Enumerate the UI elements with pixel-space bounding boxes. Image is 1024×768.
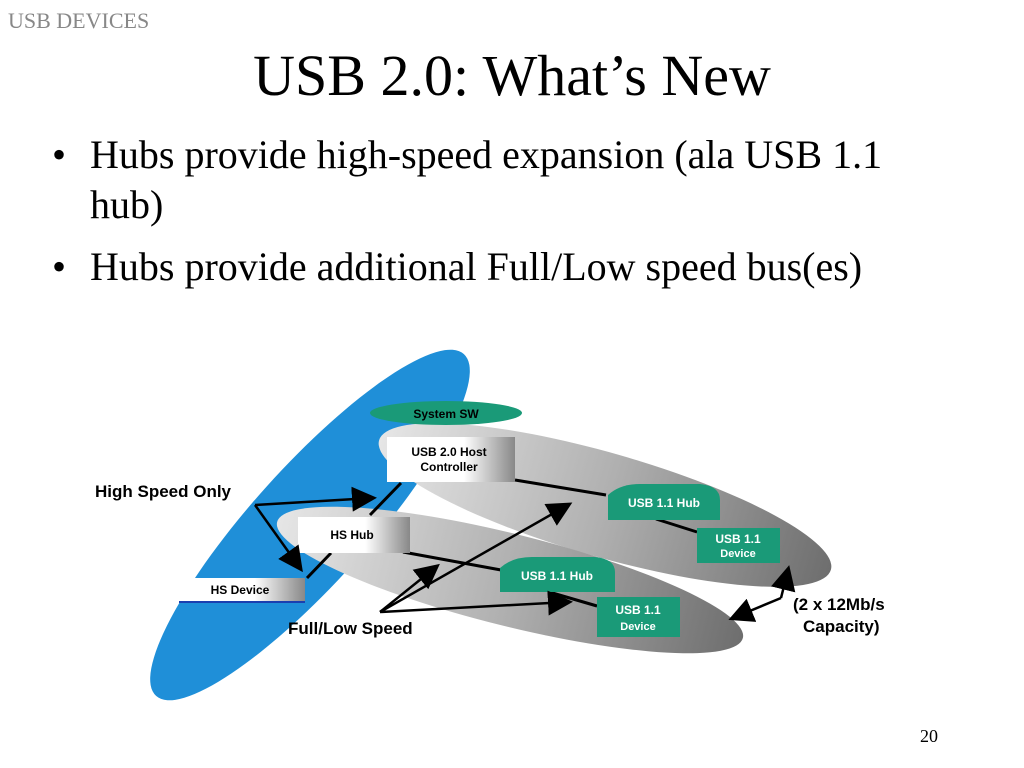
usb11-hub-top-label: USB 1.1 Hub: [628, 496, 700, 510]
usb11-device-top-box: [697, 528, 780, 563]
bullet-icon: •: [52, 132, 67, 177]
hs-device-label: HS Device: [211, 583, 270, 597]
slide-header: USB DEVICES: [8, 8, 150, 33]
bullet-icon: •: [52, 244, 67, 289]
full-low-speed-label: Full/Low Speed: [288, 619, 413, 638]
hs-hub-box: [298, 517, 410, 553]
usb11-hub-bottom-box: [500, 557, 615, 592]
capacity-label: Capacity): [803, 617, 880, 636]
bullet-item: • Hubs provide high-speed expansion (ala …: [52, 130, 952, 230]
high-speed-only-label: High Speed Only: [95, 482, 232, 501]
slide-title: USB 2.0: What’s New: [253, 43, 771, 108]
host-controller-label: Controller: [420, 460, 478, 474]
system-sw-label: System SW: [413, 407, 479, 421]
bullet-list: • Hubs provide high-speed expansion (ala …: [52, 130, 952, 304]
usb11-device-bottom-box: [597, 597, 680, 637]
usb11-device-top-label: USB 1.1: [715, 532, 761, 546]
annotation-arrows: [253, 486, 796, 622]
hs-hub-label: HS Hub: [330, 528, 373, 542]
bullet-item: • Hubs provide additional Full/Low speed …: [52, 242, 952, 292]
usb11-hub-bottom-label: USB 1.1 Hub: [521, 569, 593, 583]
capacity-label: (2 x 12Mb/s: [793, 595, 885, 614]
hs-device-box: [179, 578, 305, 602]
host-controller-label: USB 2.0 Host: [411, 445, 486, 459]
bullet-text: Hubs provide additional Full/Low speed b…: [90, 244, 863, 289]
system-sw-node: [370, 401, 522, 425]
host-controller-box: [387, 437, 515, 482]
bullet-text: Hubs provide high-speed expansion (ala U…: [90, 132, 883, 227]
usb11-device-bottom-label: USB 1.1: [615, 603, 661, 617]
usb11-device-bottom-label: Device: [620, 621, 655, 633]
usb11-device-top-label: Device: [720, 548, 755, 560]
page-number: 20: [920, 726, 938, 746]
usb11-hub-top-box: [608, 484, 720, 520]
